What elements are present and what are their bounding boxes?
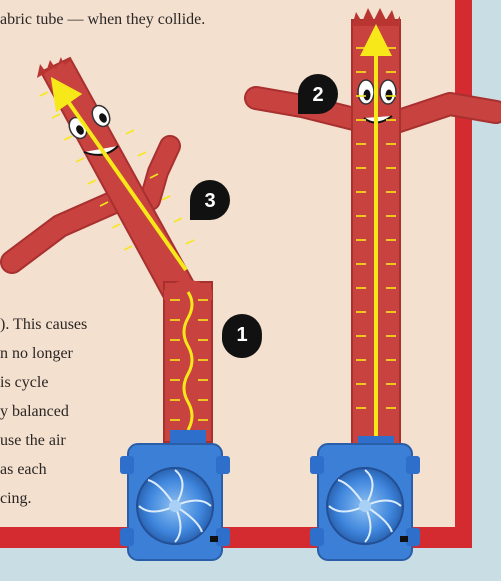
left-air-dancer [12, 57, 230, 560]
right-air-dancer [256, 8, 496, 560]
left-dancer-lower-body [164, 280, 212, 442]
right-dancer-fan [310, 436, 420, 560]
step-marker-1-label: 1 [236, 324, 247, 346]
step-marker-2-label: 2 [312, 84, 323, 106]
step-marker-3-label: 3 [204, 190, 215, 212]
step-marker-1: 1 [222, 314, 262, 358]
step-marker-3: 3 [190, 180, 230, 220]
left-dancer-right-arm [150, 146, 170, 200]
right-dancer-right-arm [396, 104, 496, 122]
left-dancer-fan [120, 430, 230, 560]
left-dancer-left-arm [12, 196, 128, 262]
step-marker-2: 2 [298, 74, 338, 114]
